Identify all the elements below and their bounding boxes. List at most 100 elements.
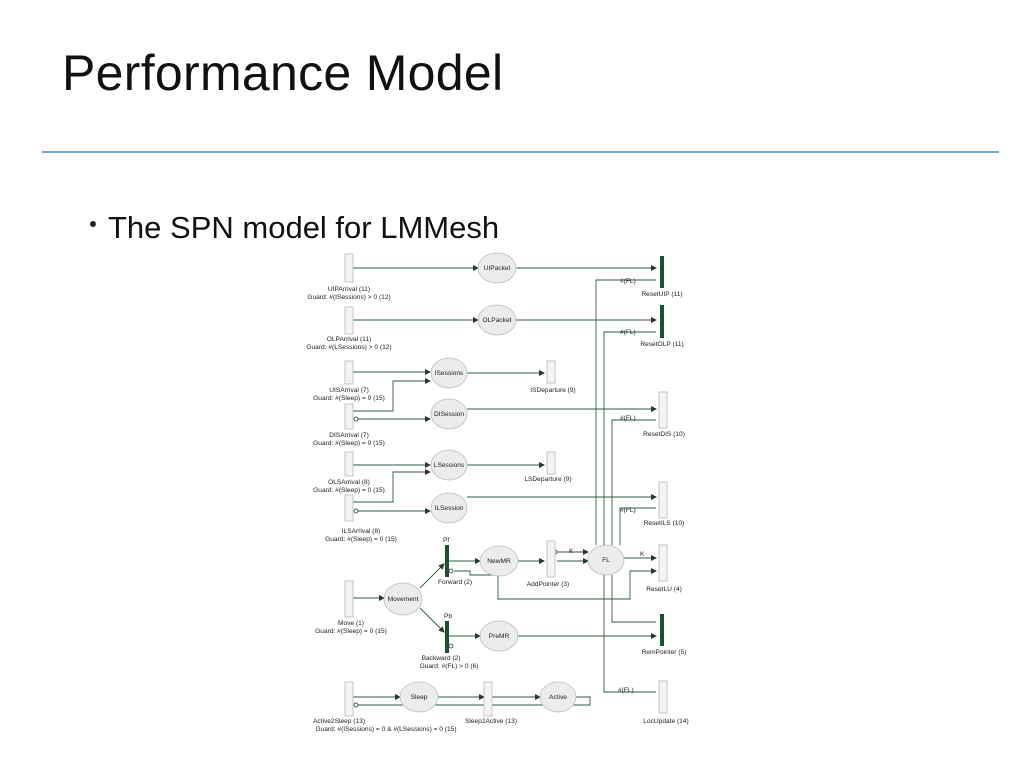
- label-newmr: NewMR: [487, 558, 511, 565]
- arc: [419, 563, 445, 589]
- transition-addpointer: [546, 540, 556, 578]
- label-move: Move (1): [338, 620, 364, 627]
- label-lsessions: LSessions: [434, 462, 465, 469]
- place-disession: [430, 398, 468, 430]
- transition-disarrival: [344, 403, 354, 430]
- transition-active2sleep: [344, 681, 354, 717]
- inhibitor-circle: [353, 416, 359, 422]
- inhibitor-circle: [448, 643, 454, 649]
- label-fl: FL: [602, 557, 610, 564]
- arc-label-pb: Pb: [444, 613, 452, 620]
- place-newmr: [479, 545, 519, 577]
- label-lsdeparture: LSDeparture (9): [524, 476, 571, 483]
- label-backward: Backward (2): [422, 655, 461, 662]
- transition-resetolp: [660, 305, 664, 338]
- arc-label-fl: #(FL): [620, 507, 636, 514]
- label-isessions: ISessions: [435, 370, 464, 377]
- transition-move: [344, 580, 354, 618]
- place-premr: [479, 620, 519, 652]
- arc-label-k: K: [569, 548, 574, 555]
- label-resetdis: ResetDIS (10): [643, 431, 685, 438]
- label-rempointer: RemPointer (5): [642, 649, 687, 656]
- arc: [611, 419, 656, 545]
- place-ilsession: [430, 492, 468, 524]
- label-ilsarrival-guard: Guard: #(Sleep) = 0 (15): [325, 536, 397, 543]
- transition-lsdeparture: [546, 451, 556, 475]
- arc: [603, 575, 656, 693]
- label-disarrival: DISArrival (7): [329, 432, 369, 439]
- bullet-text: The SPN model for LMMesh: [108, 210, 500, 245]
- arc: [595, 279, 656, 545]
- inhibitor-circle: [353, 702, 359, 708]
- bullet-dot-icon: [90, 221, 96, 227]
- place-uipacket: [477, 252, 517, 284]
- transition-forward: [445, 545, 449, 577]
- label-resetuip: ResetUIP (11): [641, 291, 682, 298]
- label-active2sleep: Active2Sleep (13): [313, 718, 365, 725]
- label-olpacket: OLPacket: [483, 317, 512, 324]
- transition-backward: [445, 621, 449, 653]
- label-uisarrival-guard: Guard: #(Sleep) = 0 (15): [313, 395, 385, 402]
- label-addpointer: AddPointer (3): [527, 581, 570, 588]
- label-disession: DISession: [434, 411, 464, 418]
- place-movement: [383, 582, 423, 616]
- transition-resetils: [658, 481, 668, 519]
- label-move-guard: Guard: #(Sleep) = 0 (15): [315, 628, 387, 635]
- arc-label-fl: #(FL): [618, 687, 634, 694]
- label-backward-guard: Guard: #(FL) > 0 (6): [420, 663, 479, 670]
- arc: [358, 696, 591, 706]
- transition-resetdis: [658, 391, 668, 429]
- inhibitor-circle: [353, 508, 359, 514]
- place-lsessions: [430, 449, 468, 481]
- transition-resetuip: [660, 256, 664, 288]
- arc: [454, 570, 498, 576]
- transition-olsarrival: [344, 451, 354, 477]
- arc: [611, 575, 656, 623]
- label-forward: Forward (2): [438, 579, 472, 586]
- arc-label-k: K: [640, 551, 645, 558]
- label-sleep: Sleep: [411, 694, 428, 701]
- label-premr: PreMR: [489, 633, 510, 640]
- label-olparrival-guard: Guard: #(LSessions) > 0 (12): [306, 344, 391, 351]
- arc: [497, 568, 657, 600]
- place-olpacket: [477, 304, 517, 336]
- arc: [353, 378, 431, 412]
- label-resetlu: ResetLU (4): [646, 586, 682, 593]
- label-active: Active: [549, 694, 567, 701]
- label-uisarrival: UISArrival (7): [329, 387, 369, 394]
- place-isessions: [430, 357, 468, 389]
- title-divider: [42, 151, 999, 153]
- arc-label-fl: #(FL): [620, 278, 636, 285]
- transition-olparrival: [344, 306, 354, 335]
- transition-uisarrival: [344, 360, 354, 385]
- label-olparrival: OLPArrival (11): [327, 336, 371, 343]
- label-ilsarrival: ILSArrival (8): [342, 528, 380, 535]
- label-disarrival-guard: Guard: #(Sleep) = 0 (15): [313, 440, 385, 447]
- label-locupdate: LocUpdate (14): [643, 718, 688, 725]
- label-resetolp: ResetOLP (11): [640, 341, 683, 348]
- label-uipacket: UIPacket: [484, 265, 511, 272]
- transition-locupdate: [658, 680, 668, 714]
- label-sleep2active: Sleep2Active (13): [465, 718, 517, 725]
- bullet-item: The SPN model for LMMesh: [90, 210, 499, 246]
- transition-rempointer: [660, 614, 664, 646]
- place-sleep: [399, 681, 439, 713]
- label-resetils: ResetILS (10): [644, 520, 685, 527]
- transition-ilsarrival: [344, 494, 354, 522]
- label-olsarrival: OLSArrival (8): [328, 479, 370, 486]
- label-uiparrival-guard: Guard: #(ISessions) > 0 (12): [307, 294, 390, 301]
- transition-uiparrival: [344, 253, 354, 283]
- transition-sleep2active: [483, 681, 493, 717]
- arc: [353, 469, 431, 503]
- label-movement: Movement: [388, 596, 419, 603]
- slide-title: Performance Model: [62, 45, 504, 101]
- label-active2sleep-guard: Guard: #(ISessions) = 0 & #(LSessions) =…: [315, 726, 456, 733]
- place-fl: [587, 544, 625, 576]
- arc-label-fl: #(FL): [620, 415, 636, 422]
- transition-resetlu: [658, 544, 668, 582]
- transition-isdeparture: [546, 360, 556, 384]
- arcs: [353, 265, 657, 706]
- arc-label-fl: #(FL): [620, 329, 636, 336]
- inhibitor-circle: [448, 568, 454, 574]
